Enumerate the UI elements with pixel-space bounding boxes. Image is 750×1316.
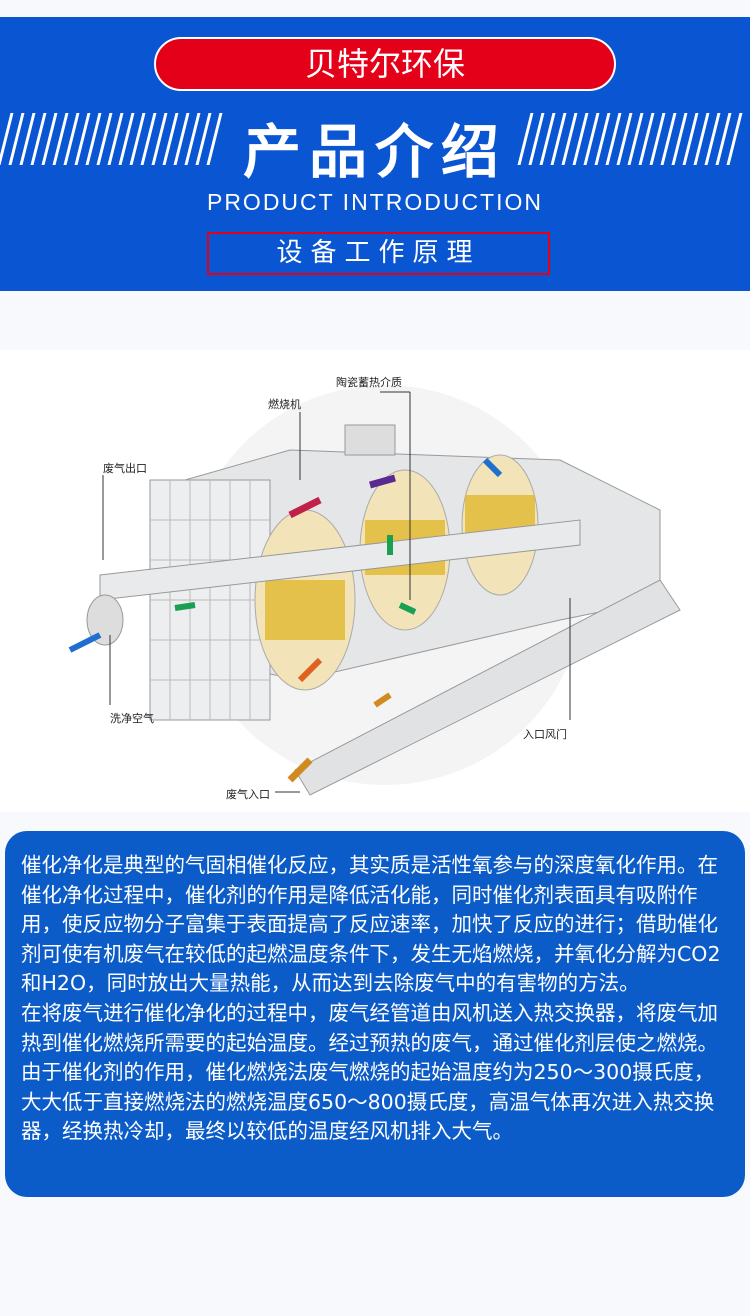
label-burner: 燃烧机 <box>268 398 301 411</box>
equipment-illustration <box>68 385 681 796</box>
header-banner: 贝特尔环保 产品介绍 PRODUCT INTRODUCTION 设备工作原理 <box>0 17 750 291</box>
brand-name: 贝特尔环保 <box>154 37 616 91</box>
page-title: 产品介绍 <box>242 118 507 186</box>
rco-equipment-diagram: 陶瓷蓄热介质 燃烧机 废气出口 洗净空气 入口风门 废气入口 <box>0 350 750 812</box>
description-box: 催化净化是典型的气固相催化反应，其实质是活性氧参与的深度氧化作用。在催化净化过程… <box>5 831 745 1197</box>
description-paragraph: 催化净化是典型的气固相催化反应，其实质是活性氧参与的深度氧化作用。在催化净化过程… <box>21 853 721 996</box>
label-exhaust-outlet: 废气出口 <box>103 462 147 475</box>
label-exhaust-inlet: 废气入口 <box>226 788 270 801</box>
section-title: 设备工作原理 <box>207 232 550 275</box>
description-paragraph: 在将废气进行催化净化的过程中，废气经管道由风机送入热交换器，将废气加热到催化燃烧… <box>21 1000 718 1144</box>
label-inlet-damper: 入口风门 <box>523 728 567 741</box>
label-clean-air: 洗净空气 <box>110 712 154 725</box>
label-ceramic-media: 陶瓷蓄热介质 <box>336 376 402 389</box>
page-subtitle: PRODUCT INTRODUCTION <box>206 189 543 215</box>
